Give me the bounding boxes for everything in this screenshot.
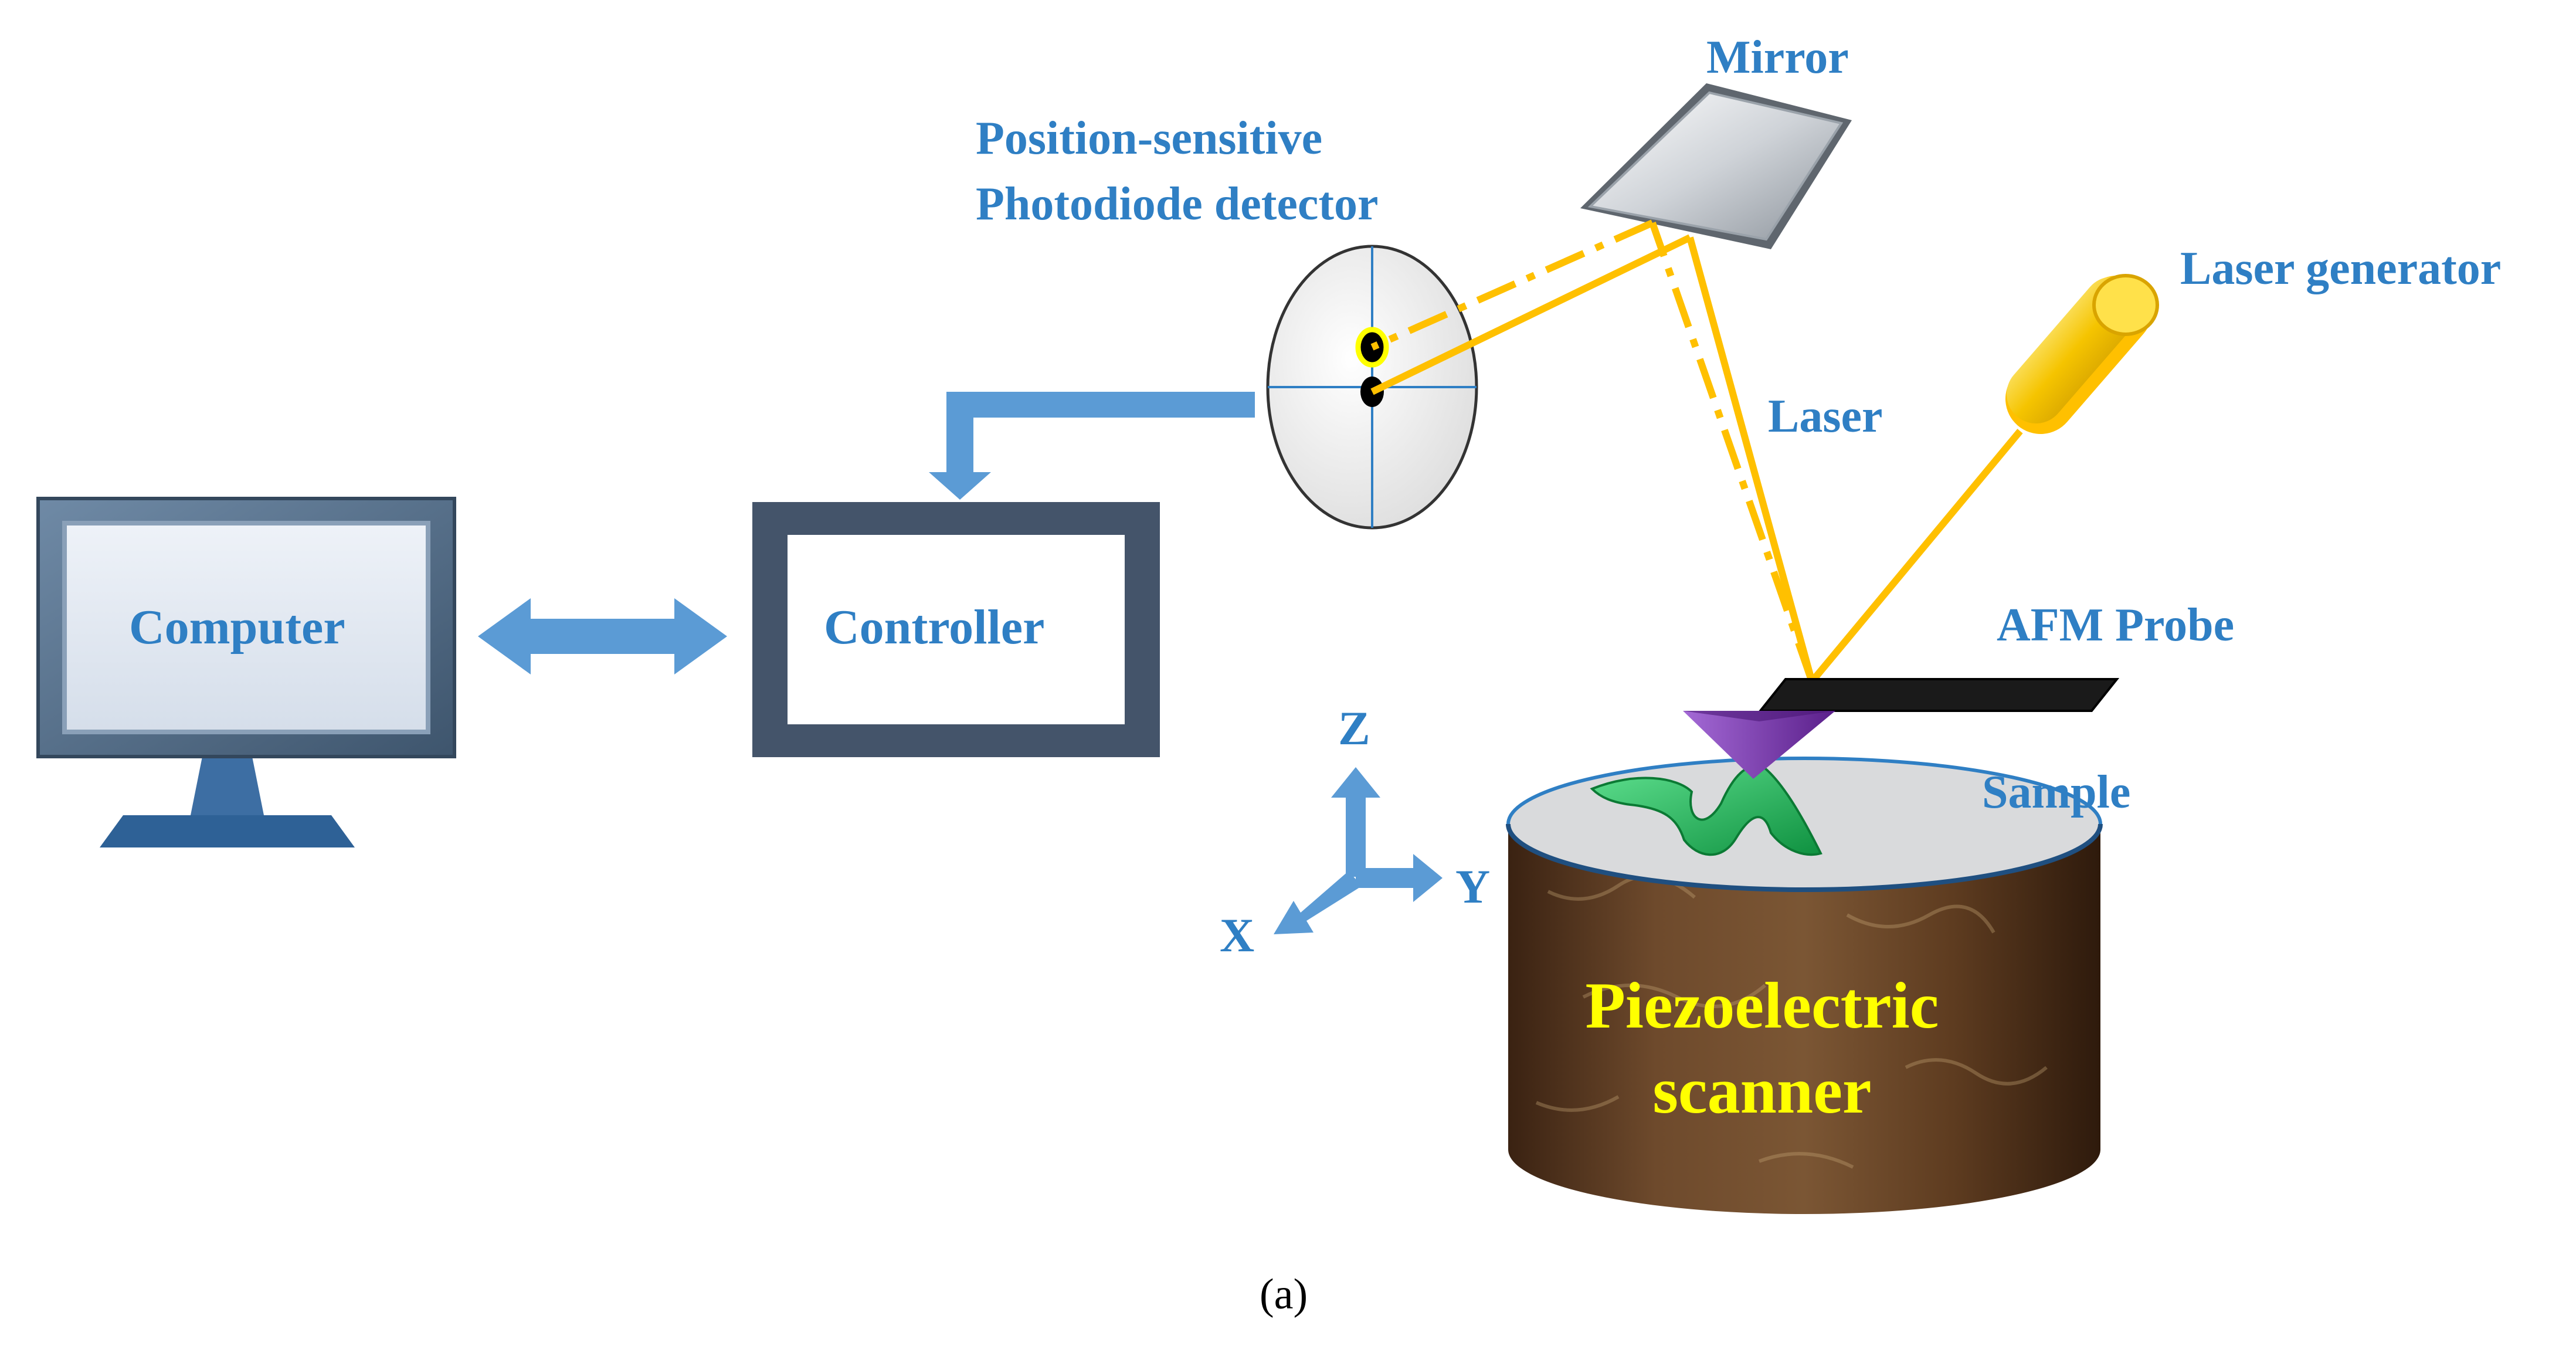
scanner-label-line2: scanner bbox=[1652, 1055, 1872, 1127]
mirror-icon bbox=[1580, 83, 1852, 249]
cantilever bbox=[1757, 678, 2120, 712]
sample-label: Sample bbox=[1982, 767, 2131, 818]
monitor-neck bbox=[191, 757, 264, 815]
laser-generator-label: Laser generator bbox=[2180, 243, 2502, 294]
laser-generator-icon bbox=[2005, 274, 2159, 434]
elbow-arrow-icon bbox=[929, 392, 1255, 500]
controller-box bbox=[752, 502, 1160, 757]
double-arrow-icon bbox=[478, 598, 727, 674]
detector-label-line1: Position-sensitive bbox=[976, 113, 1323, 164]
afm-probe-icon bbox=[1683, 678, 2120, 779]
detector-label-line2: Photodiode detector bbox=[976, 178, 1379, 230]
computer-monitor-icon bbox=[36, 497, 456, 847]
laser-beams bbox=[1370, 219, 2023, 684]
controller-label: Controller bbox=[824, 600, 1045, 655]
axis-z-label: Z bbox=[1338, 701, 1370, 755]
laser-label: Laser bbox=[1768, 391, 1883, 442]
photodiode-detector-icon bbox=[1266, 245, 1478, 530]
probe-tip bbox=[1683, 711, 1835, 779]
laser-beam-to-detector bbox=[1370, 234, 1692, 395]
laser-beam-reflected bbox=[1686, 236, 1815, 683]
computer-label: Computer bbox=[129, 600, 345, 655]
sample-shape-icon bbox=[1590, 765, 1822, 856]
axis-x-label: X bbox=[1220, 908, 1255, 962]
laser-beam-deflected-to-detector bbox=[1370, 219, 1654, 351]
figure-caption: (a) bbox=[1260, 1270, 1308, 1318]
monitor-screen bbox=[62, 521, 430, 734]
mirror-label: Mirror bbox=[1706, 32, 1849, 83]
scanner-label-line1: Piezoelectric bbox=[1585, 969, 1939, 1042]
xyz-axes-icon bbox=[1274, 767, 1443, 934]
axis-y-label: Y bbox=[1455, 860, 1491, 913]
laser-beam-incident bbox=[1809, 429, 2023, 684]
monitor-stand bbox=[100, 815, 355, 847]
laser-beam-deflected bbox=[1649, 222, 1815, 683]
afm-probe-label: AFM Probe bbox=[1997, 599, 2235, 651]
